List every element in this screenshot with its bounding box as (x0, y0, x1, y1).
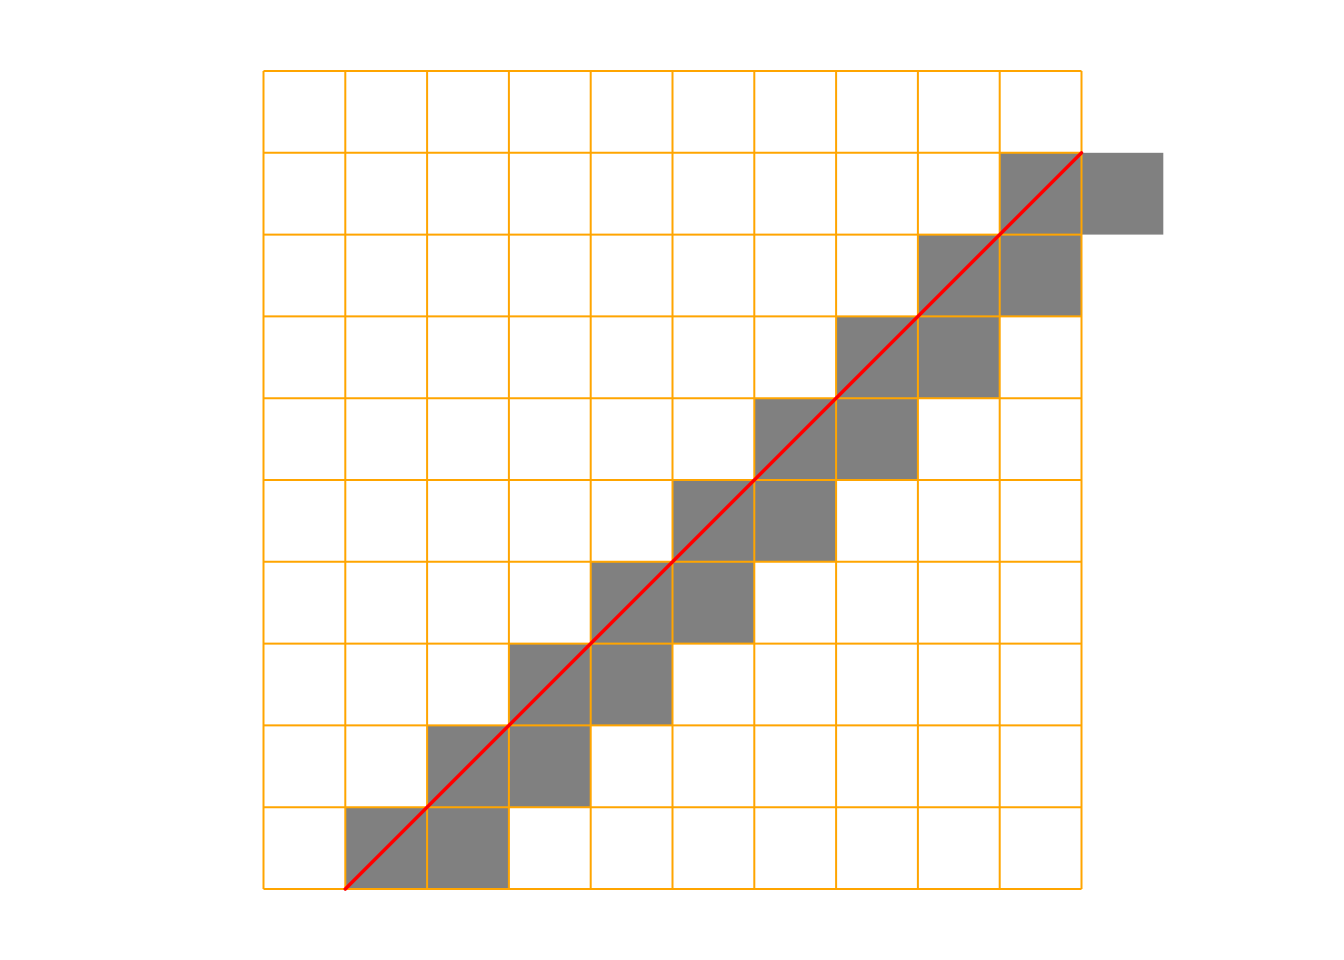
diagonal-segment-layer (343, 151, 1084, 891)
diagonal-segment (343, 151, 1084, 891)
shaded-cell (590, 643, 673, 726)
grid-lines-layer (262, 70, 1083, 890)
shaded-cell (754, 480, 837, 562)
shaded-cell (427, 807, 509, 889)
shaded-cell (672, 561, 755, 644)
shaded-cells-layer (345, 152, 1164, 889)
shaded-cell (508, 725, 591, 808)
shaded-cell (836, 398, 918, 480)
shaded-cell (917, 316, 1000, 399)
shaded-cell (1081, 152, 1164, 235)
shaded-cell (999, 234, 1082, 317)
